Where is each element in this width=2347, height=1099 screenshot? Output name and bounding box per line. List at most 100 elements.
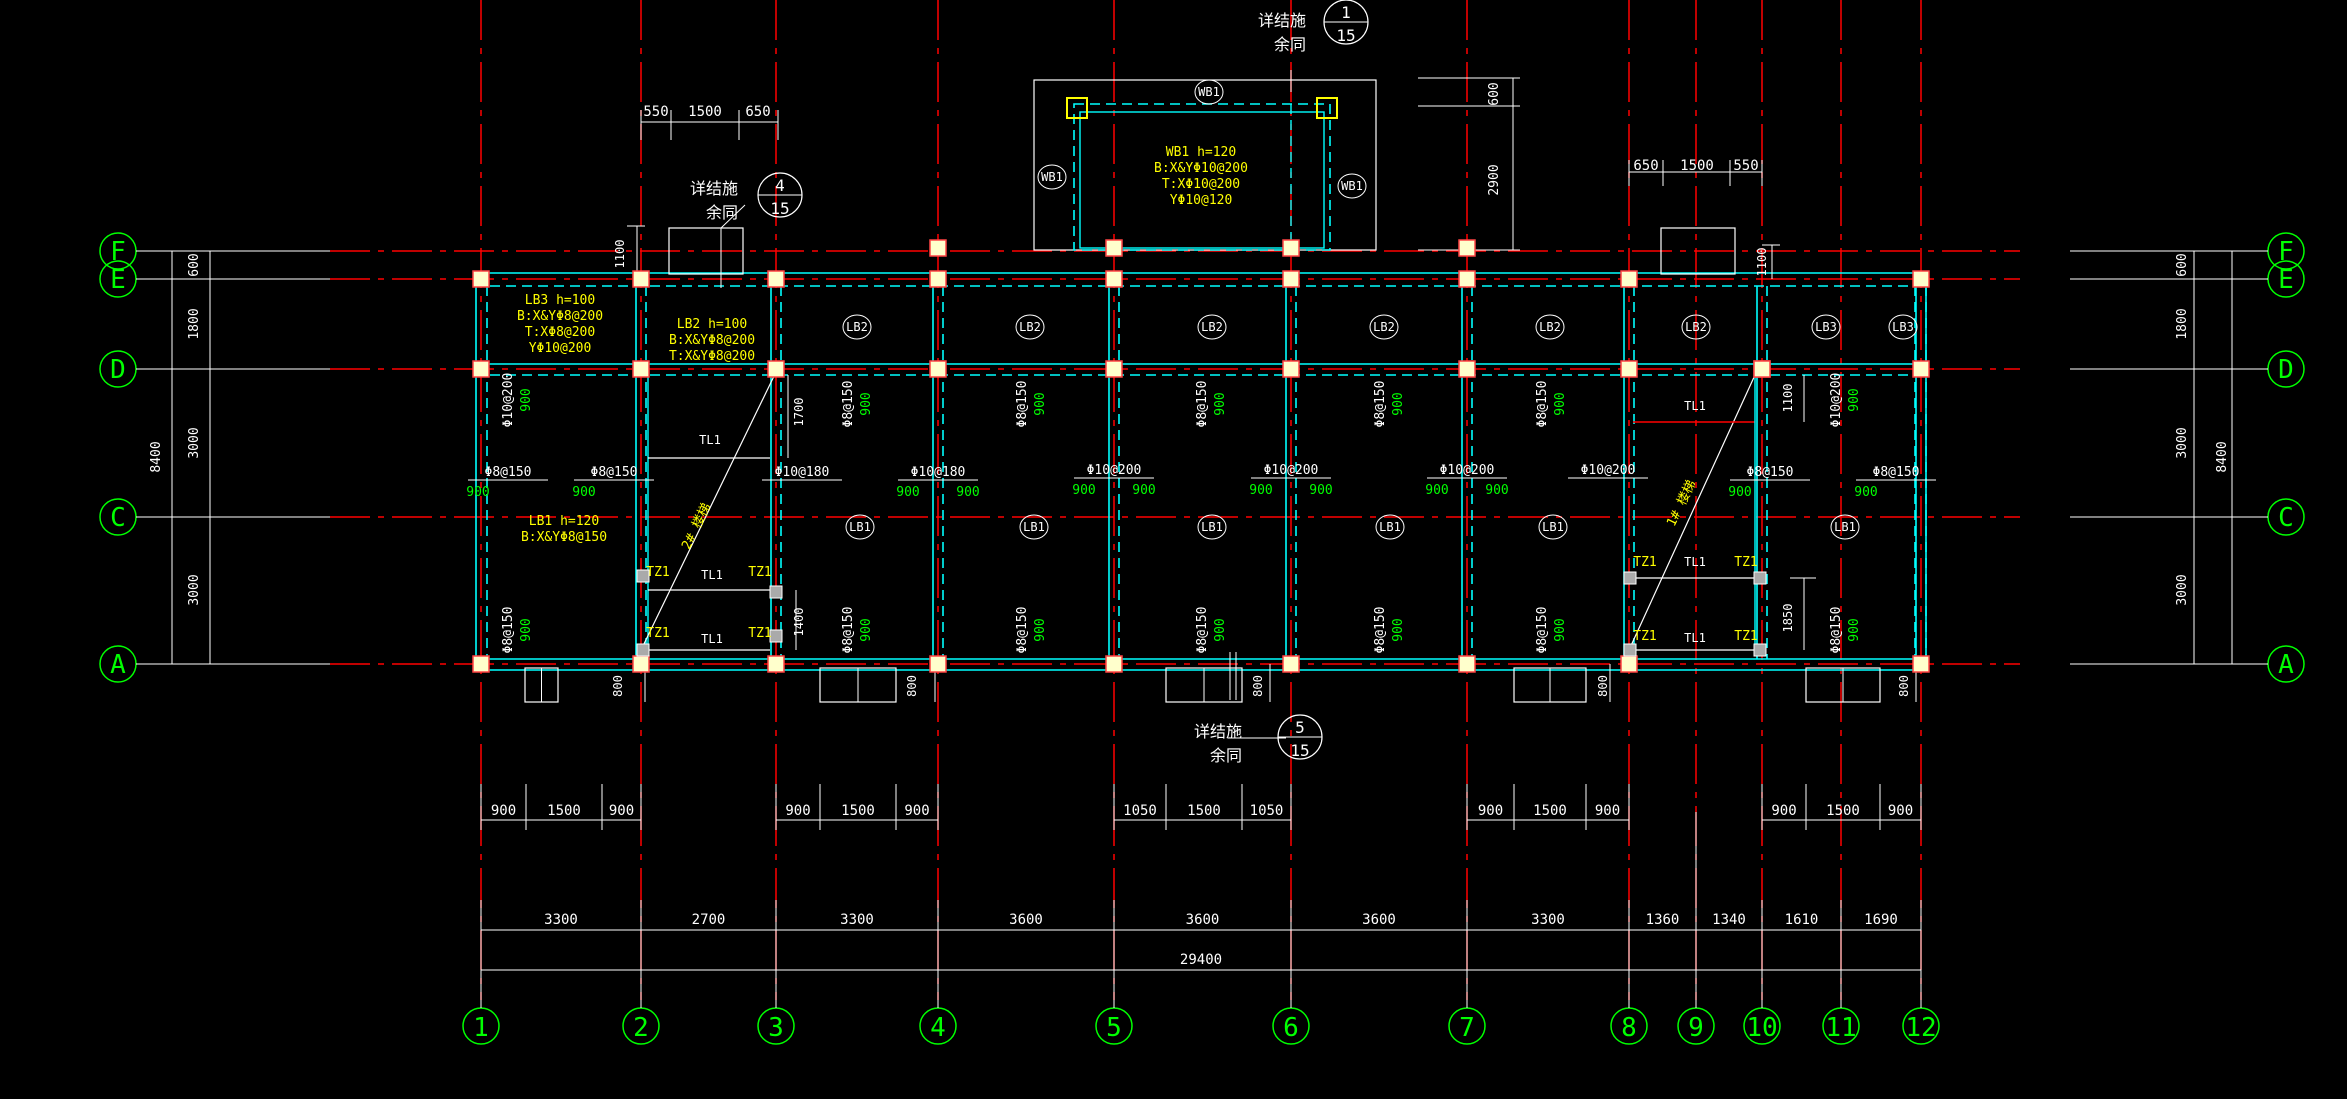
slab-tag: LB1 [1201,520,1223,534]
dim-bottom-total: 29400 [1180,952,1222,968]
rebar-label-vertical: Φ8@150 [841,381,856,428]
rebar-length-vertical: 900 [1847,618,1862,641]
grid-label-F: F [2278,237,2294,267]
column [929,239,947,257]
grid-label-7: 7 [1459,1013,1475,1043]
slab-tag: LB2 [846,320,868,334]
rebar-length-vertical: 900 [1847,388,1862,411]
roof-column [1066,97,1088,119]
dim-800: 800 [1251,675,1265,697]
grid-label-12: 12 [1905,1013,1936,1043]
slab-note: LB3 h=100 [525,293,595,308]
callout-leader [720,204,746,229]
dim-roof-600: 600 [1487,82,1502,105]
dim-top-550: 550 [643,104,668,120]
grid-label-10: 10 [1746,1013,1777,1043]
rebar-label-vertical: Φ10@200 [1829,373,1844,428]
column [1282,360,1300,378]
dim-right-600: 600 [2175,253,2190,276]
dim-1400: 1400 [792,608,806,637]
stair-tz1: TZ1 [748,565,771,580]
rebar-length-vertical: 900 [859,618,874,641]
callout-text: 详结施 [1258,11,1306,30]
stair-tz1: TZ1 [1633,555,1656,570]
dim-bottom-span: 1610 [1785,912,1819,928]
dim-roof-2900: 2900 [1487,164,1502,195]
grid-label-2: 2 [633,1013,649,1043]
slab-tag: LB1 [1542,520,1564,534]
dim-opening: 1500 [547,803,581,819]
rebar-length: 900 [1309,483,1332,498]
rebar-label: Φ10@200 [1087,463,1142,478]
dim-bottom-span: 1340 [1712,912,1746,928]
column [1282,655,1300,673]
slab-note: B:X&YΦ8@200 [669,333,755,348]
column [767,655,785,673]
column [1105,360,1123,378]
slab-tag: WB1 [1341,179,1363,193]
callout-num: 5 [1295,718,1305,737]
dim-top-1500: 1500 [688,104,722,120]
rebar-label: Φ10@200 [1581,463,1636,478]
dim-left-1800: 1800 [187,308,202,339]
rebar-length-vertical: 900 [519,388,534,411]
column [1458,239,1476,257]
dim-right-3000b: 3000 [2175,574,2190,605]
grid-label-1: 1 [473,1013,489,1043]
stair-column [1623,643,1637,657]
stair-column [636,643,650,657]
slab-tag: WB1 [1041,170,1063,184]
slab-tag-circle [1337,173,1367,199]
grid-label-C: C [2278,503,2294,533]
stair-column [769,585,783,599]
rebar-label: Φ10@200 [1440,463,1495,478]
top-window-left [668,227,744,275]
grid-label-11: 11 [1825,1013,1856,1043]
dim-opening: 900 [491,803,516,819]
column [1620,655,1638,673]
column [1458,270,1476,288]
slab-tag: LB3 [1892,320,1914,334]
callout-text: 详结施 [1194,722,1242,741]
slab-tag: LB2 [1539,320,1561,334]
stair-1-label: 1# 楼梯 [1664,478,1699,529]
callout-num: 15 [770,199,789,218]
stair-2-diagonal [640,371,777,651]
dim-bottom-span: 3600 [1186,912,1220,928]
columns [472,97,1930,673]
stair-column [1623,571,1637,585]
dim-800: 800 [1897,675,1911,697]
column [767,360,785,378]
slab-tag-circle [1194,79,1224,105]
column [1105,239,1123,257]
rebar-length: 900 [1425,483,1448,498]
dim-bottom-span: 1360 [1646,912,1680,928]
rebar-label-vertical: Φ8@150 [1535,381,1550,428]
rebar-length: 900 [896,485,919,500]
slab-tag-circle [1888,314,1918,340]
top-window-right [1660,227,1736,275]
stair-tz1: TZ1 [1734,555,1757,570]
column [1105,655,1123,673]
dim-1100: 1100 [1781,384,1795,413]
roof-beam-inner [1079,111,1325,249]
rebar-label-vertical: Φ8@150 [1015,607,1030,654]
column [767,270,785,288]
dim-800: 800 [1596,675,1610,697]
rebar-length: 900 [572,485,595,500]
column [1912,360,1930,378]
stair-tl1: TL1 [701,632,723,646]
slab-tag: LB1 [1379,520,1401,534]
grid-label-4: 4 [930,1013,946,1043]
dim-top-1500r: 1500 [1680,158,1714,174]
slab-note: YΦ10@200 [529,341,592,356]
dim-opening: 900 [785,803,810,819]
dim-left-600: 600 [187,253,202,276]
stair-tz1: TZ1 [646,626,669,641]
dim-opening: 900 [1595,803,1620,819]
slab-tag: LB1 [1834,520,1856,534]
column [1458,360,1476,378]
dim-top-650: 650 [745,104,770,120]
stair-tl1: TL1 [1684,555,1706,569]
stair-column [1753,643,1767,657]
